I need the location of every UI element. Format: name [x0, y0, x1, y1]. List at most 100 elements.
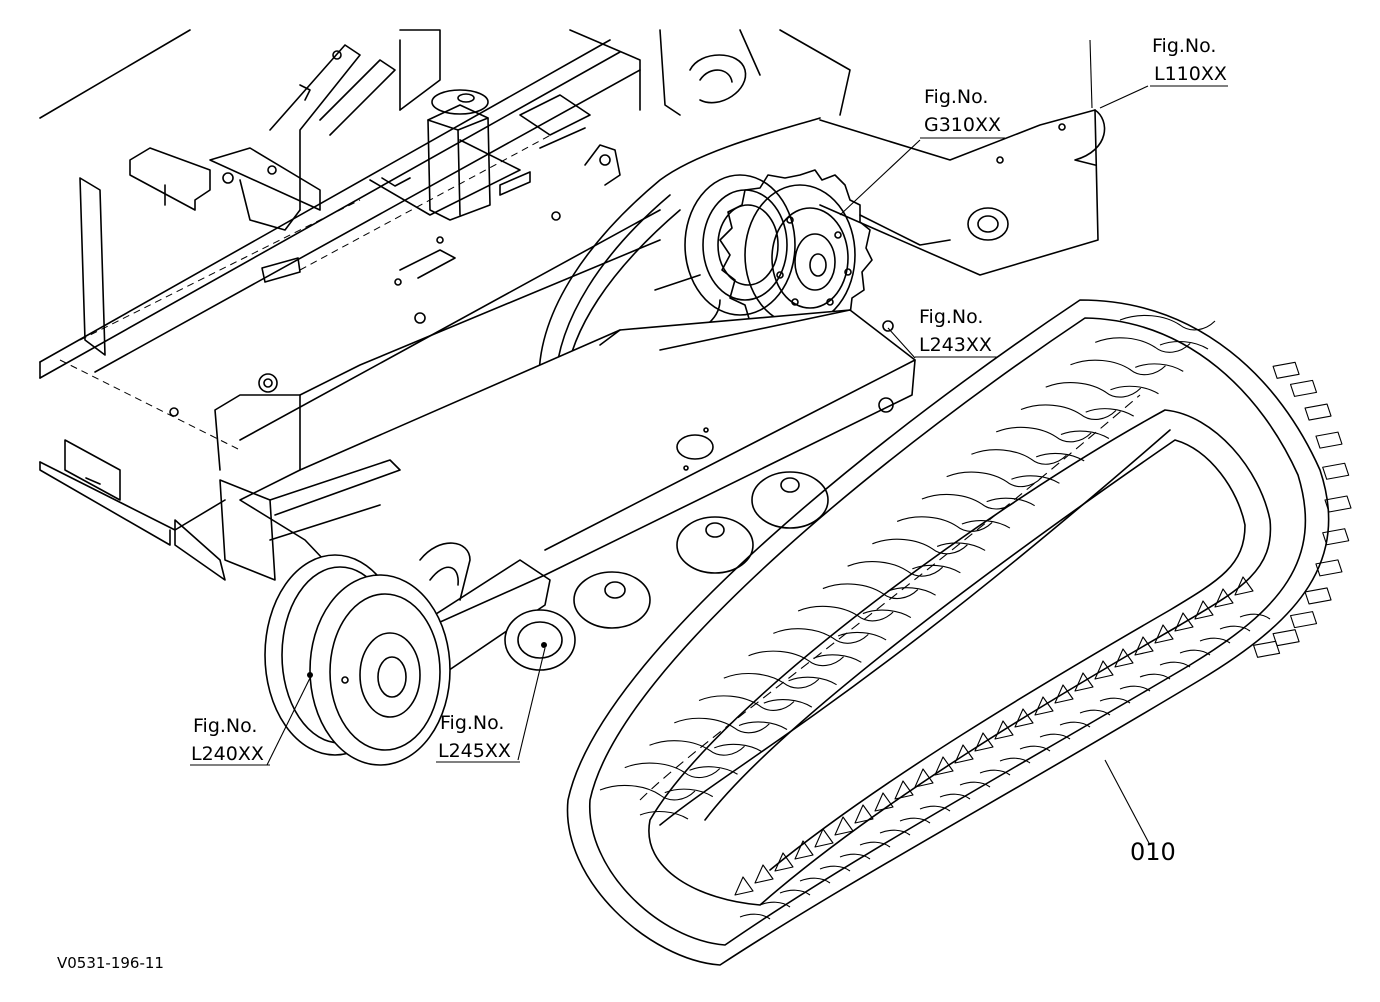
- end-lug: [1322, 462, 1350, 480]
- tread-lug: [674, 717, 770, 734]
- tread-lug: [797, 605, 894, 622]
- end-lug: [1304, 587, 1332, 605]
- end-lug: [1289, 379, 1318, 397]
- track-tooth: [1154, 624, 1174, 644]
- end-lug: [1324, 495, 1352, 513]
- track-tooth: [874, 792, 894, 812]
- track-tooth: [774, 852, 794, 872]
- tread-lug: [847, 561, 944, 577]
- track-tooth: [1034, 696, 1054, 716]
- track-tooth: [1134, 636, 1154, 656]
- tread-lug: [822, 583, 919, 600]
- tread-bar: [939, 793, 971, 800]
- tread-lug-inner: [763, 699, 813, 708]
- callout-fig-l243-line1: Fig.No.: [919, 306, 983, 328]
- tread-lug: [921, 493, 1018, 510]
- tread-bar: [1139, 673, 1171, 680]
- end-lug: [1315, 431, 1343, 449]
- tread-lug: [649, 740, 745, 756]
- tread-bar: [979, 769, 1011, 776]
- tread-lug-inner: [986, 497, 1035, 507]
- callout-fig-l110-line2: L110XX: [1154, 63, 1227, 85]
- track-tooth: [734, 876, 754, 896]
- callout-fig-l110: Fig.No. L110XX: [1152, 35, 1227, 85]
- track-tooth: [894, 780, 914, 800]
- tread-bar: [759, 901, 791, 908]
- end-lug: [1322, 528, 1350, 546]
- machine-frame: [39, 29, 1106, 546]
- tread-bar: [739, 913, 771, 920]
- tread-bar: [1179, 649, 1211, 656]
- callout-fig-l240: Fig.No. L240XX: [191, 715, 264, 765]
- tread-lug: [624, 762, 721, 779]
- tread-lug-inner: [1110, 385, 1159, 395]
- track-tooth: [954, 744, 974, 764]
- tread-lug-inner: [1085, 408, 1134, 417]
- track-tooth: [914, 768, 934, 788]
- track-tooth: [934, 756, 954, 776]
- tread-lug-inner: [1011, 475, 1060, 484]
- track-tooth: [754, 864, 774, 884]
- tread-lug-inner: [664, 788, 714, 798]
- track-tooth: [854, 804, 874, 824]
- end-lug: [1272, 361, 1300, 379]
- tread-lug: [896, 516, 993, 532]
- track-tooth: [1014, 708, 1034, 728]
- callout-fig-l245-line2: L245XX: [438, 740, 511, 762]
- tread-lug: [1045, 382, 1142, 398]
- tread-bar: [859, 841, 891, 848]
- track-tooth: [994, 720, 1014, 740]
- track-tooth: [1194, 600, 1214, 620]
- track-tooth: [814, 828, 834, 848]
- tread-lug: [1119, 314, 1216, 331]
- end-lug: [1289, 611, 1318, 629]
- tread-lug-inner: [912, 564, 961, 574]
- callout-fig-l245: Fig.No. L245XX: [438, 712, 511, 762]
- tread-bar: [1199, 637, 1231, 644]
- end-lug: [1272, 629, 1300, 647]
- tread-lug-inner: [689, 766, 738, 775]
- tread-lug: [971, 449, 1067, 465]
- tread-bar: [1219, 625, 1251, 632]
- track-tooth: [1174, 612, 1194, 632]
- tread-lug: [1020, 404, 1117, 420]
- tread-bar: [1159, 661, 1191, 668]
- callout-fig-l110-line1: Fig.No.: [1152, 35, 1216, 57]
- tread-bar: [799, 877, 831, 884]
- tread-lug-inner: [862, 609, 912, 619]
- track-tooth: [794, 840, 814, 860]
- tread-bar: [959, 781, 991, 788]
- tread-lug: [1070, 359, 1166, 376]
- tread-lug-inner: [639, 810, 689, 820]
- tread-lug: [773, 628, 869, 644]
- track-tooth: [1114, 648, 1134, 668]
- callout-fig-l243: Fig.No. L243XX: [919, 306, 992, 356]
- tread-lug: [995, 426, 1092, 443]
- tread-lug-inner: [1035, 452, 1085, 462]
- track-tooth: [1054, 684, 1074, 704]
- tread-bar: [1059, 721, 1091, 728]
- callout-fig-g310-line2: G310XX: [924, 114, 1001, 136]
- callout-fig-l243-line2: L243XX: [919, 334, 992, 356]
- tread-bar: [1119, 685, 1151, 692]
- tread-bar: [899, 817, 931, 824]
- track-tooth: [1074, 672, 1094, 692]
- tread-lug: [723, 673, 820, 689]
- tread-lug: [698, 695, 795, 711]
- end-lug: [1315, 559, 1343, 577]
- tread-bar: [1099, 697, 1131, 704]
- tread-lug: [872, 538, 968, 555]
- track-tread-lugs: [599, 314, 1352, 920]
- tread-bar: [1039, 733, 1071, 740]
- tread-bar: [839, 853, 871, 860]
- end-lug: [1253, 640, 1281, 658]
- tread-lug-inner: [714, 743, 763, 753]
- callout-fig-l240-line2: L240XX: [191, 743, 264, 765]
- track-tooth: [1094, 660, 1114, 680]
- tread-lug-inner: [887, 587, 936, 596]
- tread-lug-inner: [1135, 363, 1184, 372]
- tread-lug-inner: [1159, 340, 1209, 350]
- tread-bar: [919, 805, 951, 812]
- part-number-label: 010: [1130, 838, 1176, 866]
